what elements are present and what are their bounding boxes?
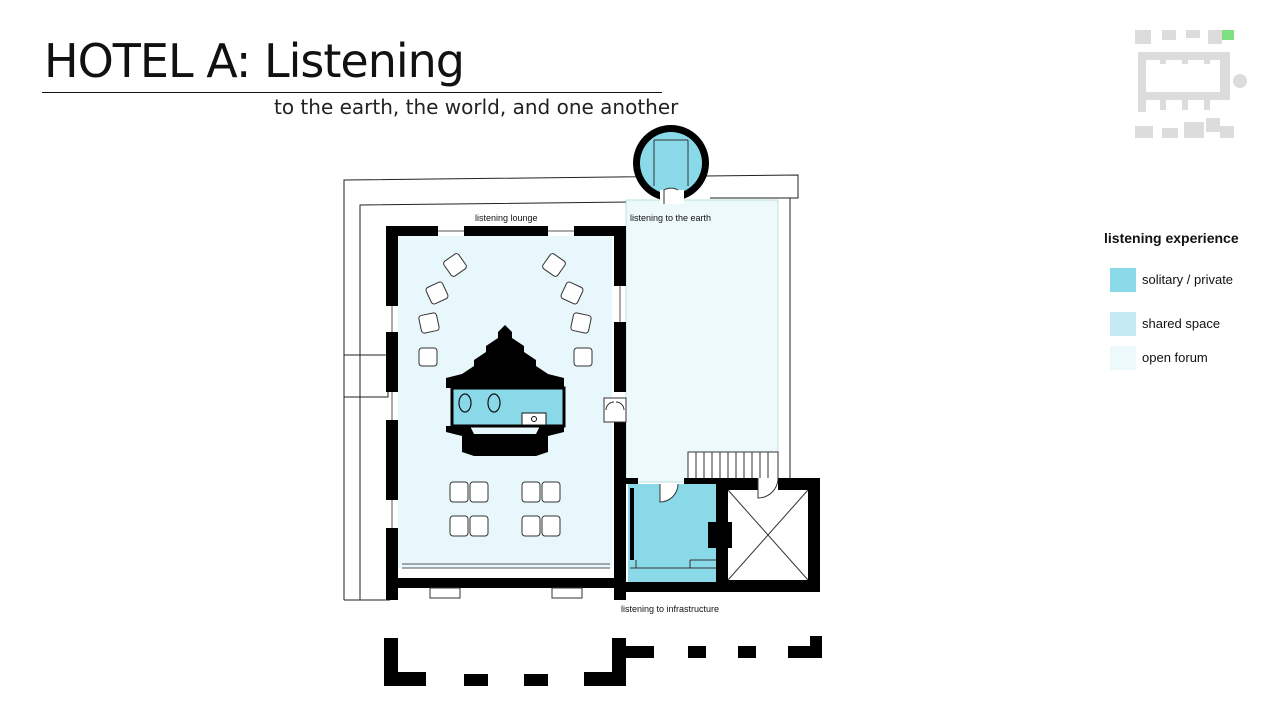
label-listening-to-earth: listening to the earth: [630, 213, 711, 223]
label-listening-to-infrastructure: listening to infrastructure: [621, 604, 719, 614]
round-tower: [633, 125, 709, 204]
lounge-chairs: [418, 253, 593, 537]
bottom-steps: [429, 587, 583, 599]
ground-footings: [384, 636, 822, 686]
legend-label-shared: shared space: [1142, 316, 1221, 331]
open-forum-zone: [625, 199, 779, 483]
stairs: [687, 451, 779, 481]
page-title: HOTEL A: Listening: [44, 34, 465, 88]
key-plan-thumbnail: [1135, 30, 1247, 138]
page-subtitle: to the earth, the world, and one another: [274, 95, 679, 119]
legend-title: listening experience: [1104, 230, 1239, 246]
bottom-wall-right: [614, 582, 820, 592]
legend-item-solitary: solitary / private: [1110, 268, 1280, 298]
lounge-walls: [386, 226, 626, 600]
legend-item-shared: shared space: [1110, 312, 1280, 342]
utility-room: [716, 477, 820, 592]
legend-item-open-forum: open forum: [1110, 346, 1280, 376]
private-restroom-pod: [450, 386, 566, 428]
legend-swatch-shared: [1110, 312, 1136, 336]
building-outline: [343, 174, 799, 601]
legend-label-solitary: solitary / private: [1142, 272, 1234, 287]
lounge-windows: [391, 230, 621, 569]
label-listening-lounge: listening lounge: [475, 213, 538, 223]
legend-swatch-solitary: [1110, 268, 1136, 292]
title-underline: [42, 92, 662, 93]
private-room: [626, 478, 732, 582]
central-core: [446, 325, 566, 456]
lounge-side-door: [603, 397, 627, 423]
legend-label-open-forum: open forum: [1142, 350, 1208, 365]
legend-swatch-open-forum: [1110, 346, 1136, 370]
